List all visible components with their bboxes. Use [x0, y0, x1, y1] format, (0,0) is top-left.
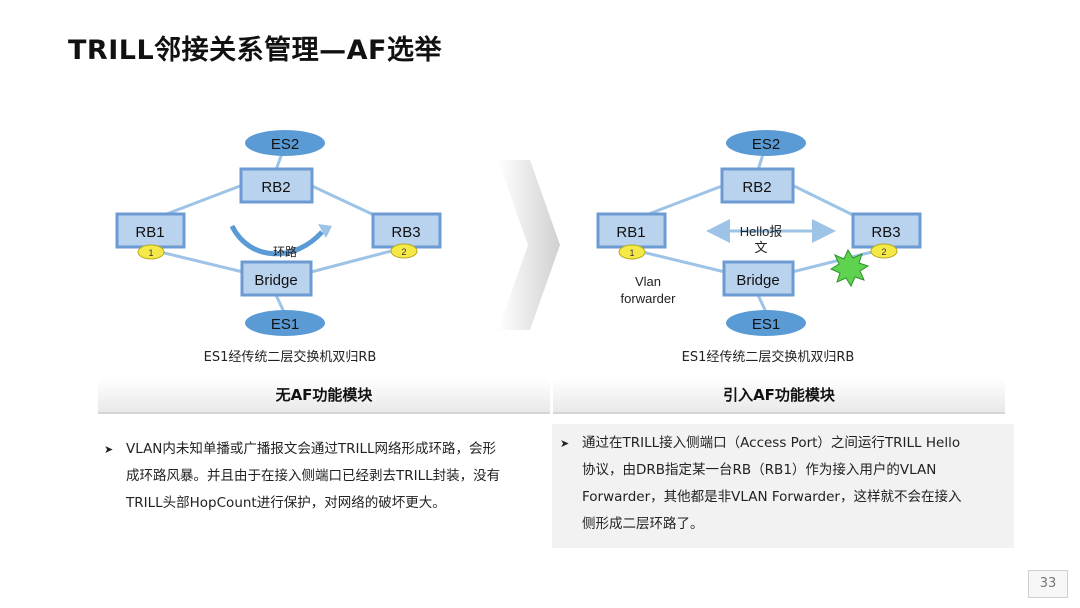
hello-label: Hello报: [740, 224, 783, 239]
svg-text:2: 2: [881, 247, 886, 257]
es1-node: [726, 310, 806, 336]
port-badge-2: [390, 243, 418, 259]
svg-text:1: 1: [148, 248, 153, 258]
page-number: 33: [1028, 570, 1068, 598]
rb3-node: [371, 212, 442, 249]
hello-label-2: 文: [754, 240, 767, 255]
left-bullet-block: ➤ VLAN内未知单播或广播报文会通过TRILL网络形成环路，会形 成环路风暴。…: [104, 436, 544, 517]
rb2-node: [239, 167, 314, 204]
rb3-node: [851, 212, 922, 249]
svg-text:ES1: ES1: [752, 316, 780, 333]
vlan-forwarder-label-2: forwarder: [621, 291, 677, 306]
blocked-burst-icon: [829, 248, 870, 288]
rb1-node: [115, 212, 186, 249]
left-caption: ES1经传统二层交换机双归RB: [203, 350, 377, 365]
rb1-label: RB1: [135, 224, 164, 241]
port-badge-1: [618, 244, 646, 260]
rb2-label: RB2: [261, 179, 290, 196]
svg-text:ES2: ES2: [752, 136, 780, 153]
loop-label: 环路: [273, 244, 297, 259]
port-badge-1: [137, 244, 165, 260]
right-diagram: ES2 RB2 RB1 RB3 Bridge ES1 1 2 Hello报 文 …: [596, 130, 922, 336]
rb2-node: [720, 167, 795, 204]
left-section-title: 无AF功能模块: [98, 378, 550, 414]
svg-text:RB3: RB3: [871, 224, 900, 241]
vlan-forwarder-label: Vlan: [635, 274, 661, 289]
es2-node: [245, 130, 325, 156]
right-caption: ES1经传统二层交换机双归RB: [681, 350, 855, 365]
bridge-node: [240, 260, 313, 297]
left-bullet: ➤ VLAN内未知单播或广播报文会通过TRILL网络形成环路，会形 成环路风暴。…: [104, 436, 544, 517]
chevron-arrow-icon: [498, 160, 560, 330]
bullet-arrow-icon: ➤: [560, 437, 570, 450]
svg-text:Bridge: Bridge: [736, 272, 779, 289]
es1-node: [245, 310, 325, 336]
es2-node: [726, 130, 806, 156]
right-section-title: 引入AF功能模块: [553, 378, 1005, 414]
page-title: TRILL邻接关系管理—AF选举: [68, 35, 443, 66]
right-bullet: ➤ 通过在TRILL接入侧端口（Access Port）之间运行TRILL He…: [560, 430, 1006, 538]
network-diagrams: ES2 RB2 RB1 RB3 Bridge ES1 1 2 环路 ES2 RB…: [115, 130, 922, 336]
bridge-label: Bridge: [254, 272, 297, 289]
es1-label: ES1: [271, 316, 299, 333]
svg-text:2: 2: [401, 247, 406, 257]
svg-text:1: 1: [629, 248, 634, 258]
rb3-label: RB3: [391, 224, 420, 241]
es2-label: ES2: [271, 136, 299, 153]
bullet-arrow-icon: ➤: [104, 443, 114, 456]
left-diagram: ES2 RB2 RB1 RB3 Bridge ES1 1 2 环路: [115, 130, 442, 336]
loop-arrow-icon: [229, 224, 324, 257]
svg-text:RB1: RB1: [616, 224, 645, 241]
port-badge-2: [870, 243, 898, 259]
bridge-node: [722, 260, 795, 297]
svg-text:RB2: RB2: [742, 179, 771, 196]
right-bullet-block: ➤ 通过在TRILL接入侧端口（Access Port）之间运行TRILL He…: [552, 424, 1014, 548]
